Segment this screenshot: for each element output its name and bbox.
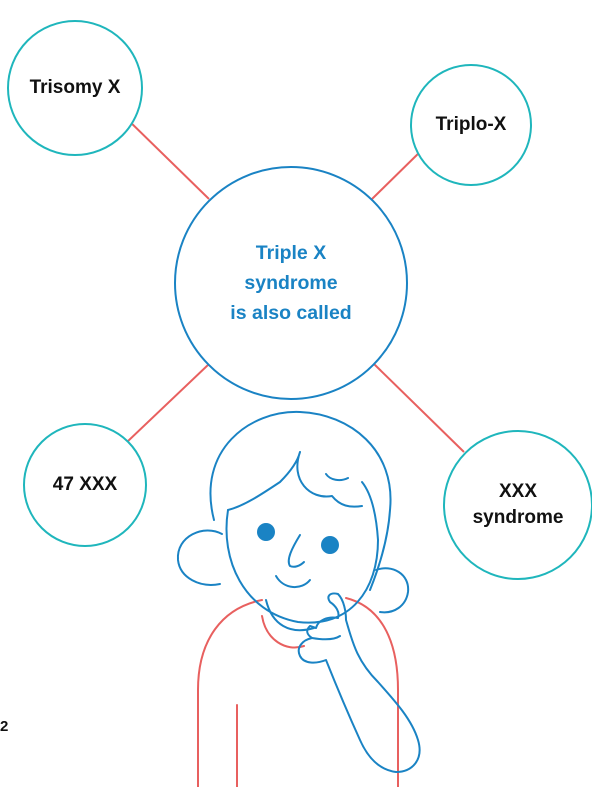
center-node: Triple X syndrome is also called xyxy=(174,166,408,400)
person-left-ear xyxy=(178,530,222,584)
node-xxx-syndrome-line-1: XXX xyxy=(473,479,564,505)
person-mouth xyxy=(276,576,310,587)
person-finger xyxy=(312,636,340,639)
person-neck xyxy=(266,600,314,630)
node-trisomy-x-label: Trisomy X xyxy=(30,75,121,101)
node-triplo-x-label: Triplo-X xyxy=(436,112,507,138)
node-47-xxx: 47 XXX xyxy=(23,423,147,547)
person-shoulders xyxy=(198,598,398,787)
connector-top-left xyxy=(124,116,209,199)
thinking-person-illustration xyxy=(178,412,420,787)
person-hand xyxy=(299,593,420,772)
connector-bottom-left xyxy=(126,364,209,443)
person-collar xyxy=(262,616,304,648)
person-right-eye xyxy=(321,536,339,554)
person-hair xyxy=(210,412,390,590)
page-number: 2 xyxy=(0,718,8,735)
center-line-3: is also called xyxy=(230,298,351,328)
person-nose xyxy=(289,535,304,567)
node-xxx-syndrome-line-2: syndrome xyxy=(473,505,564,531)
center-line-2: syndrome xyxy=(230,268,351,298)
node-47-xxx-label: 47 XXX xyxy=(53,472,117,498)
center-line-1: Triple X xyxy=(230,238,351,268)
node-triplo-x: Triplo-X xyxy=(410,64,532,186)
person-left-eye xyxy=(257,523,275,541)
person-right-ear xyxy=(376,568,408,612)
node-trisomy-x: Trisomy X xyxy=(7,20,143,156)
node-xxx-syndrome: XXX syndrome xyxy=(443,430,592,580)
connector-bottom-right xyxy=(374,364,464,452)
